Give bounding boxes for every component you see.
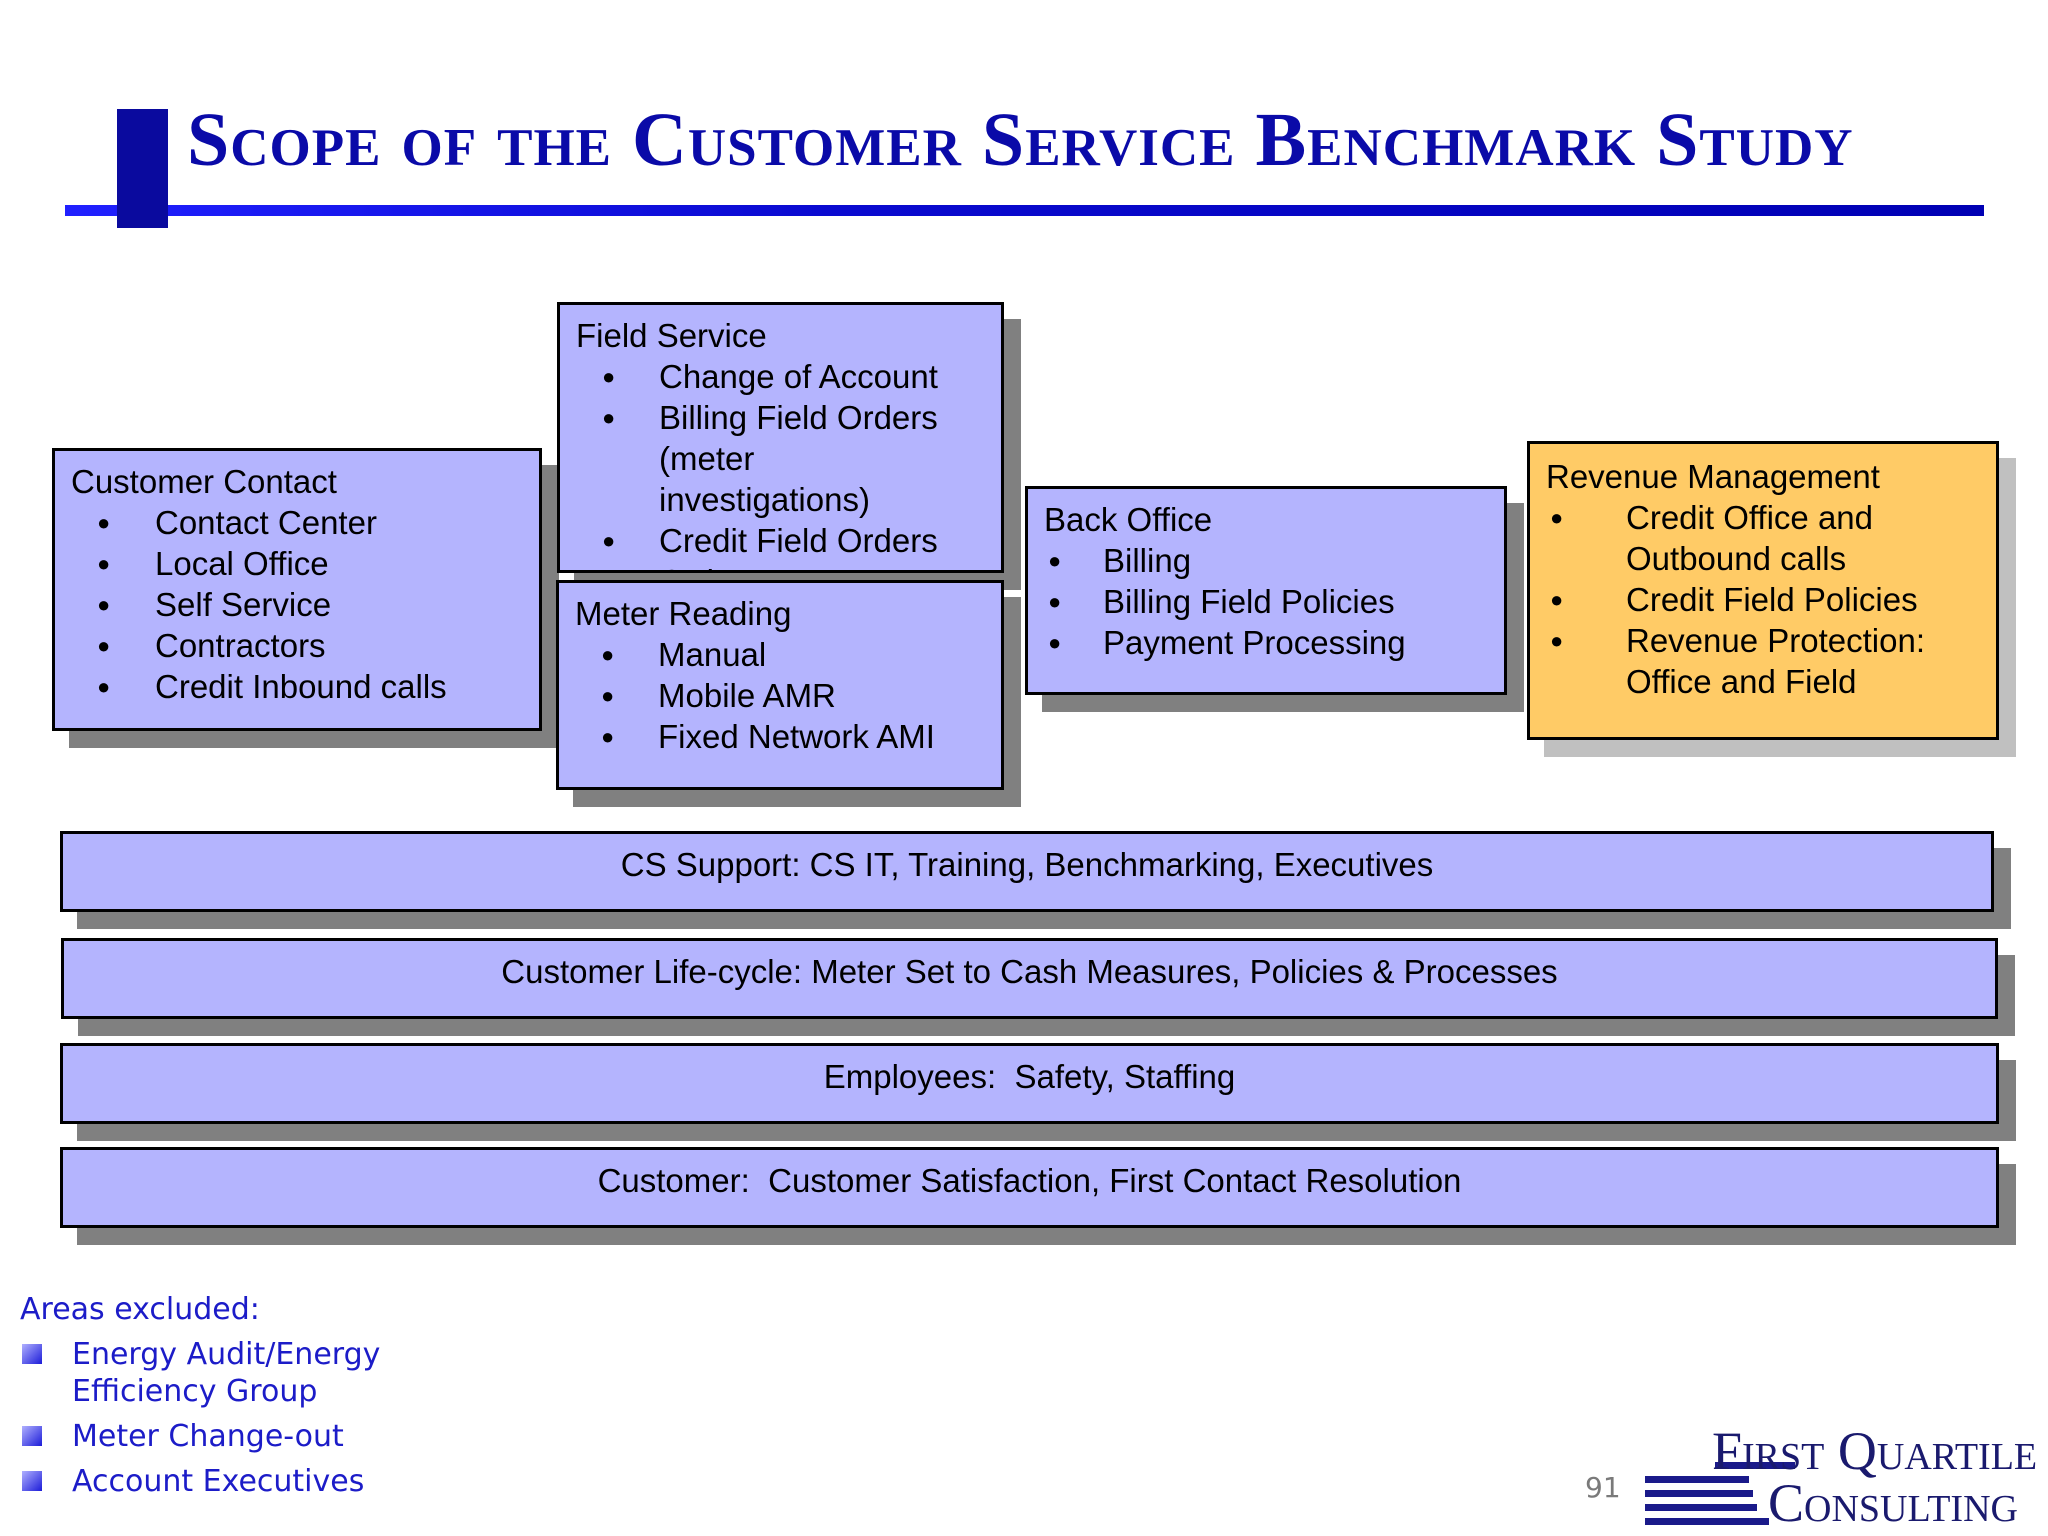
field-service-box: Field Service ●Change of Account ●Billin… xyxy=(557,302,1004,573)
bullet-icon: ● xyxy=(1048,589,1062,614)
list-item: ●Fixed Network AMI xyxy=(601,718,935,755)
list-item: Account Executives xyxy=(20,1463,380,1500)
list-item: ●Manual xyxy=(601,636,767,673)
bullet-icon: ● xyxy=(97,510,111,535)
list-item-continued: investigations) xyxy=(659,481,870,518)
list-item: ●Credit Field Orders xyxy=(602,522,938,559)
revenue-management-box: Revenue Management ●Credit Office and Ou… xyxy=(1527,441,1999,740)
list-item: ●Self Service xyxy=(97,586,332,623)
cs-support-label: CS Support: CS IT, Training, Benchmarkin… xyxy=(620,846,1434,883)
list-item: ●Credit Inbound calls xyxy=(97,668,447,705)
list-item: ●Contractors xyxy=(97,627,326,664)
square-bullet-icon xyxy=(22,1426,42,1446)
revenue-management-heading: Revenue Management xyxy=(1546,458,1880,495)
customer-bar: Customer: Customer Satisfaction, First C… xyxy=(60,1147,1999,1228)
employees-bar: Employees: Safety, Staffing xyxy=(60,1043,1999,1124)
slide-title: Scope of the Customer Service Benchmark … xyxy=(187,98,1854,182)
customer-contact-heading: Customer Contact xyxy=(71,463,337,500)
list-item: ●Local Office xyxy=(97,545,329,582)
list-item: ●Mobile AMR xyxy=(601,677,836,714)
back-office-heading: Back Office xyxy=(1044,501,1213,538)
back-office-box: Back Office ●Billing ●Billing Field Poli… xyxy=(1025,486,1507,695)
bullet-icon: ● xyxy=(602,561,615,570)
bullet-icon: ● xyxy=(1048,630,1062,655)
list-item: ●Credit Office and xyxy=(1550,499,1874,536)
excluded-title: Areas excluded: xyxy=(20,1292,260,1327)
bullet-icon: ● xyxy=(97,674,111,699)
bullet-icon: ● xyxy=(602,528,616,553)
page-number: 91 xyxy=(1585,1471,1621,1504)
logo-text-line1: First Quartile xyxy=(1712,1421,2038,1481)
list-item: ●Billing Field Policies xyxy=(1048,583,1395,620)
meter-reading-list: ●Manual ●Mobile AMR ●Fixed Network AMI xyxy=(559,634,1001,757)
bullet-icon: ● xyxy=(97,633,111,658)
bullet-icon: ● xyxy=(601,724,615,749)
bullet-icon: ● xyxy=(1550,505,1564,530)
list-item: Energy Audit/Energy xyxy=(20,1336,380,1373)
excluded-list: Energy Audit/Energy Efficiency Group Met… xyxy=(20,1336,380,1507)
meter-reading-box: Meter Reading ●Manual ●Mobile AMR ●Fixed… xyxy=(556,580,1004,790)
customer-lifecycle-bar: Customer Life-cycle: Meter Set to Cash M… xyxy=(61,938,1998,1019)
list-item-continued: Outbound calls xyxy=(1626,540,1847,577)
field-service-list: ●Change of Account ●Billing Field Orders… xyxy=(560,356,1001,570)
list-item: ●Billing Field Orders xyxy=(602,399,938,436)
list-item: ●Billing xyxy=(1048,542,1192,579)
square-bullet-icon xyxy=(22,1471,42,1491)
title-accent-block xyxy=(117,109,168,228)
list-item: ●Revenue Protection: xyxy=(1550,622,1926,659)
field-service-heading: Field Service xyxy=(576,317,767,354)
square-bullet-icon xyxy=(22,1344,42,1364)
customer-label: Customer: xyxy=(597,1162,750,1199)
customer-text: Customer Satisfaction, First Contact Res… xyxy=(768,1162,1462,1199)
bullet-icon: ● xyxy=(602,405,616,430)
list-item: ●Credit Field Policies xyxy=(1550,581,1918,618)
list-item: ●Change of Account xyxy=(602,358,938,395)
logo-text-line2: Consulting xyxy=(1768,1473,2018,1533)
list-item-continued: Office and Field xyxy=(1626,663,1857,700)
bullet-icon: ● xyxy=(601,683,615,708)
bullet-icon: ● xyxy=(1550,628,1564,653)
cs-support-bar: CS Support: CS IT, Training, Benchmarkin… xyxy=(60,831,1994,912)
employees-label: Employees: xyxy=(823,1058,997,1095)
bullet-icon: ● xyxy=(601,642,615,667)
revenue-management-list: ●Credit Office and Outbound calls ●Credi… xyxy=(1530,497,1996,702)
title-underline xyxy=(65,205,1984,216)
bullet-icon: ● xyxy=(1550,587,1564,612)
meter-reading-heading: Meter Reading xyxy=(575,595,792,632)
bullet-icon: ● xyxy=(602,364,616,389)
customer-contact-list: ●Contact Center ●Local Office ●Self Serv… xyxy=(55,502,539,707)
list-item: Meter Change-out xyxy=(20,1418,380,1455)
list-item: ●Order Management xyxy=(560,561,1001,570)
bullet-icon: ● xyxy=(1048,548,1062,573)
bullet-icon: ● xyxy=(97,592,111,617)
list-item-continued: (meter xyxy=(659,440,755,477)
employees-text: Safety, Staffing xyxy=(1014,1058,1236,1095)
bullet-icon: ● xyxy=(97,551,111,576)
list-item-continued: Efficiency Group xyxy=(72,1374,318,1409)
customer-contact-box: Customer Contact ●Contact Center ●Local … xyxy=(52,448,542,731)
back-office-list: ●Billing ●Billing Field Policies ●Paymen… xyxy=(1028,540,1504,663)
list-item: ●Payment Processing xyxy=(1048,624,1406,661)
customer-lifecycle-label: Customer Life-cycle: Meter Set to Cash M… xyxy=(501,953,1558,990)
list-item: ●Contact Center xyxy=(97,504,377,541)
